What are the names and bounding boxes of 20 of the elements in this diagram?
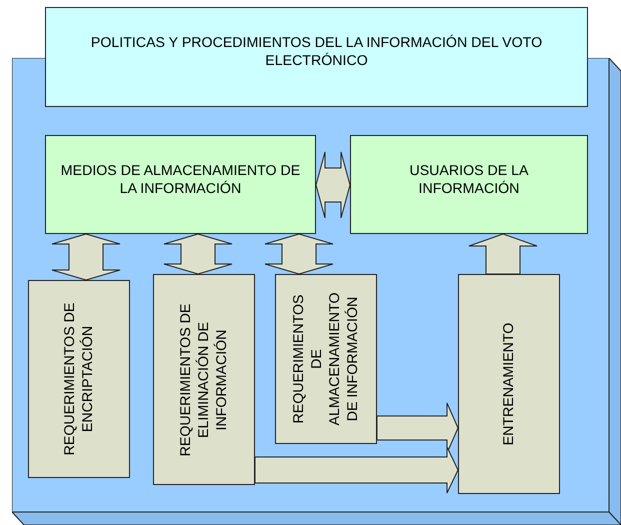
box-label: REQUERIMIENTOS DE ALMACENAMIENTO DE INFORMACIÓN <box>290 292 362 428</box>
process-box <box>45 7 588 107</box>
box-label: USUARIOS DE LA INFORMACIÓN <box>408 162 530 198</box>
block-arrow <box>468 233 538 274</box>
double-block-arrow <box>52 233 120 281</box>
double-block-arrow <box>315 152 351 218</box>
box-label: MEDIOS DE ALMACENAMIENTO DE LA INFORMACIÓN <box>60 162 301 198</box>
process-box <box>350 135 588 234</box>
process-box <box>45 135 316 234</box>
double-block-arrow <box>164 233 232 275</box>
box-label: ENTRENAMIENTO <box>500 322 518 448</box>
box-label: POLITICAS Y PROCEDIMIENTOS DEL LA INFORMACIÓN DEL VOTO ELECTRÓNICO <box>90 34 544 70</box>
box-label: REQUERIMIENTOS DE ENCRIPTACIÓN <box>61 302 97 458</box>
requirement-box <box>275 274 377 444</box>
requirement-box <box>153 274 255 485</box>
requirement-box <box>28 280 130 478</box>
double-block-arrow <box>264 233 334 275</box>
box-label: REQUERIMIENTOS DE ELIMINACIÓN DE INFORMACIÓN <box>177 302 231 458</box>
requirement-box <box>458 274 560 494</box>
block-arrow <box>254 446 459 494</box>
